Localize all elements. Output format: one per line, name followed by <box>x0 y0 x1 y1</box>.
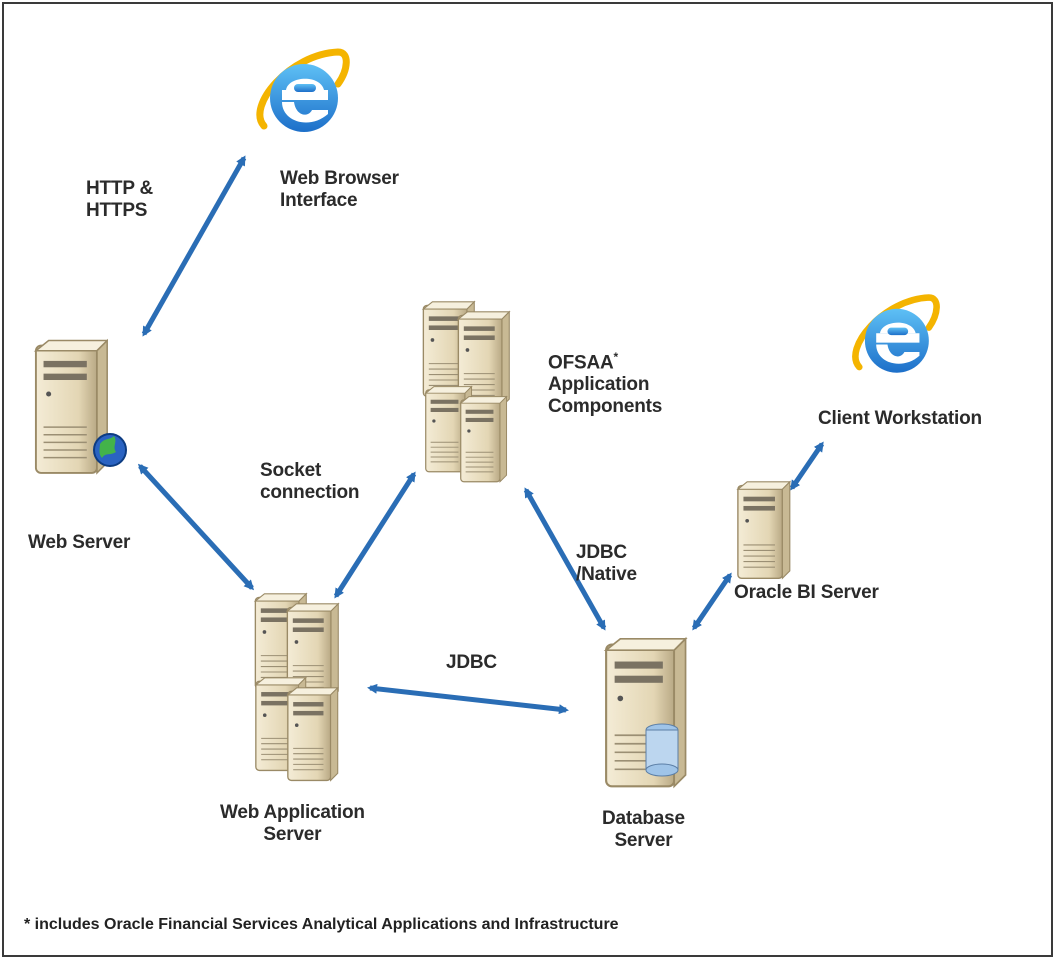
web-app-server-icon <box>254 593 340 782</box>
oracle-bi-server-icon <box>736 480 791 580</box>
web-server-icon <box>34 339 127 474</box>
arrow-browser-webserver <box>141 155 247 337</box>
web-browser-label: Web Browser Interface <box>280 168 399 211</box>
arrow-ofsaa-database <box>523 487 607 631</box>
ofsaa-label: OFSAA* Application Components <box>548 346 662 418</box>
database-server-label: Database Server <box>602 808 685 851</box>
ofsaa-asterisk: * <box>613 350 619 364</box>
oracle-bi-server-label: Oracle BI Server <box>734 582 879 603</box>
socket-connection-label: Socket connection <box>260 460 360 503</box>
arrow-webapp-ofsaa <box>333 471 417 599</box>
ofsaa-components-icon <box>422 301 511 483</box>
connection-arrows <box>137 155 825 715</box>
arrow-bi-client <box>789 441 825 491</box>
client-workstation-icon <box>855 298 936 373</box>
footnote: * includes Oracle Financial Services Ana… <box>24 916 619 933</box>
arrow-webapp-database <box>367 683 569 715</box>
web-app-server-label: Web Application Server <box>220 802 365 845</box>
arrow-webserver-webapp <box>137 463 255 591</box>
arrow-database-bi <box>691 572 733 631</box>
jdbc-label: JDBC <box>446 652 497 673</box>
ofsaa-subtitle: Application Components <box>548 374 663 418</box>
database-server-icon <box>604 637 687 788</box>
ofsaa-title: OFSAA <box>548 352 614 374</box>
http-https-label: HTTP & HTTPS <box>86 178 154 221</box>
web-server-label: Web Server <box>28 532 131 553</box>
client-workstation-label: Client Workstation <box>818 408 982 429</box>
jdbc-native-label: JDBC /Native <box>576 542 637 585</box>
web-browser-icon <box>260 52 346 132</box>
